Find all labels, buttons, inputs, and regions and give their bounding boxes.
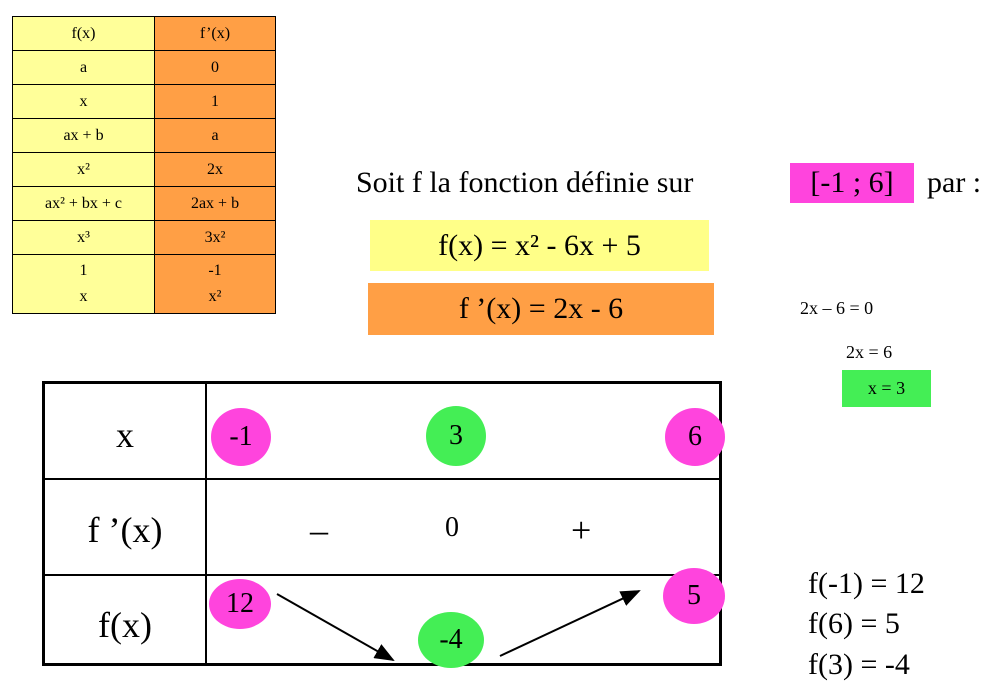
cell-f: ax² + bx + c — [12, 186, 155, 221]
fraction-numerator: 1 — [79, 262, 88, 279]
cell-f: ax + b — [12, 118, 155, 153]
f-value-min: -4 — [418, 612, 484, 668]
sign-negative: – — [310, 510, 328, 550]
cell-fp: a — [154, 118, 276, 153]
fraction-numerator: -1 — [208, 262, 222, 279]
fraction-denominator: x² — [208, 288, 222, 305]
table-row: a 0 — [12, 50, 276, 85]
cell-fp: 1 — [154, 84, 276, 119]
result-2: f(6) = 5 — [808, 607, 900, 640]
cell-f: a — [12, 50, 155, 85]
variation-table: x f ’(x) f(x) -1 3 6 – 0 + 12 -4 5 — [42, 381, 725, 668]
table-row: x² 2x — [12, 152, 276, 187]
column-divider — [205, 384, 207, 663]
header-f: f(x) — [12, 16, 155, 51]
cell-fp-fraction: -1 x² — [154, 254, 276, 314]
f-value-start: 12 — [209, 579, 271, 629]
function-expression: f(x) = x² - 6x + 5 — [370, 220, 709, 271]
cell-fp: 2x — [154, 152, 276, 187]
table-row-fraction: 1 x -1 x² — [12, 254, 276, 314]
statement-suffix: par : — [927, 166, 982, 199]
variation-arrows — [276, 590, 641, 661]
cell-f: x² — [12, 152, 155, 187]
x-value-end: 6 — [665, 408, 725, 466]
x-value-start: -1 — [211, 408, 271, 466]
domain-interval: [-1 ; 6] — [790, 163, 914, 203]
fraction-denominator: x — [79, 288, 88, 305]
decreasing-arrow — [276, 593, 395, 661]
cell-fp: 0 — [154, 50, 276, 85]
sign-zero: 0 — [445, 512, 459, 543]
cell-fp: 2ax + b — [154, 186, 276, 221]
solve-result: x = 3 — [842, 370, 931, 407]
row-label-f: f(x) — [98, 605, 152, 645]
table-row: x³ 3x² — [12, 220, 276, 255]
x-value-critical: 3 — [426, 406, 486, 466]
solve-step-2: 2x = 6 — [846, 342, 893, 362]
cell-fp: 3x² — [154, 220, 276, 255]
result-3: f(3) = -4 — [808, 648, 910, 681]
row-divider — [45, 574, 719, 576]
row-divider — [45, 478, 719, 480]
cell-f: x³ — [12, 220, 155, 255]
increasing-arrow — [499, 590, 641, 657]
table-row: ax² + bx + c 2ax + b — [12, 186, 276, 221]
result-1: f(-1) = 12 — [808, 567, 925, 600]
header-fp: f’(x) — [154, 16, 276, 51]
table-row: ax + b a — [12, 118, 276, 153]
row-label-x: x — [116, 415, 134, 455]
cell-f-fraction: 1 x — [12, 254, 155, 314]
solve-step-1: 2x – 6 = 0 — [800, 298, 874, 318]
f-value-end: 5 — [663, 568, 725, 624]
statement-prefix: Soit f la fonction définie sur — [356, 166, 694, 199]
table-header-row: f(x) f’(x) — [12, 16, 276, 51]
row-label-fp: f ’(x) — [87, 510, 163, 550]
table-row: x 1 — [12, 84, 276, 119]
cell-f: x — [12, 84, 155, 119]
sign-positive: + — [571, 510, 592, 550]
derivative-expression: f ’(x) = 2x - 6 — [368, 283, 714, 335]
derivative-table: f(x) f’(x) a 0 x 1 ax + b a x² 2x ax² + … — [12, 16, 276, 314]
